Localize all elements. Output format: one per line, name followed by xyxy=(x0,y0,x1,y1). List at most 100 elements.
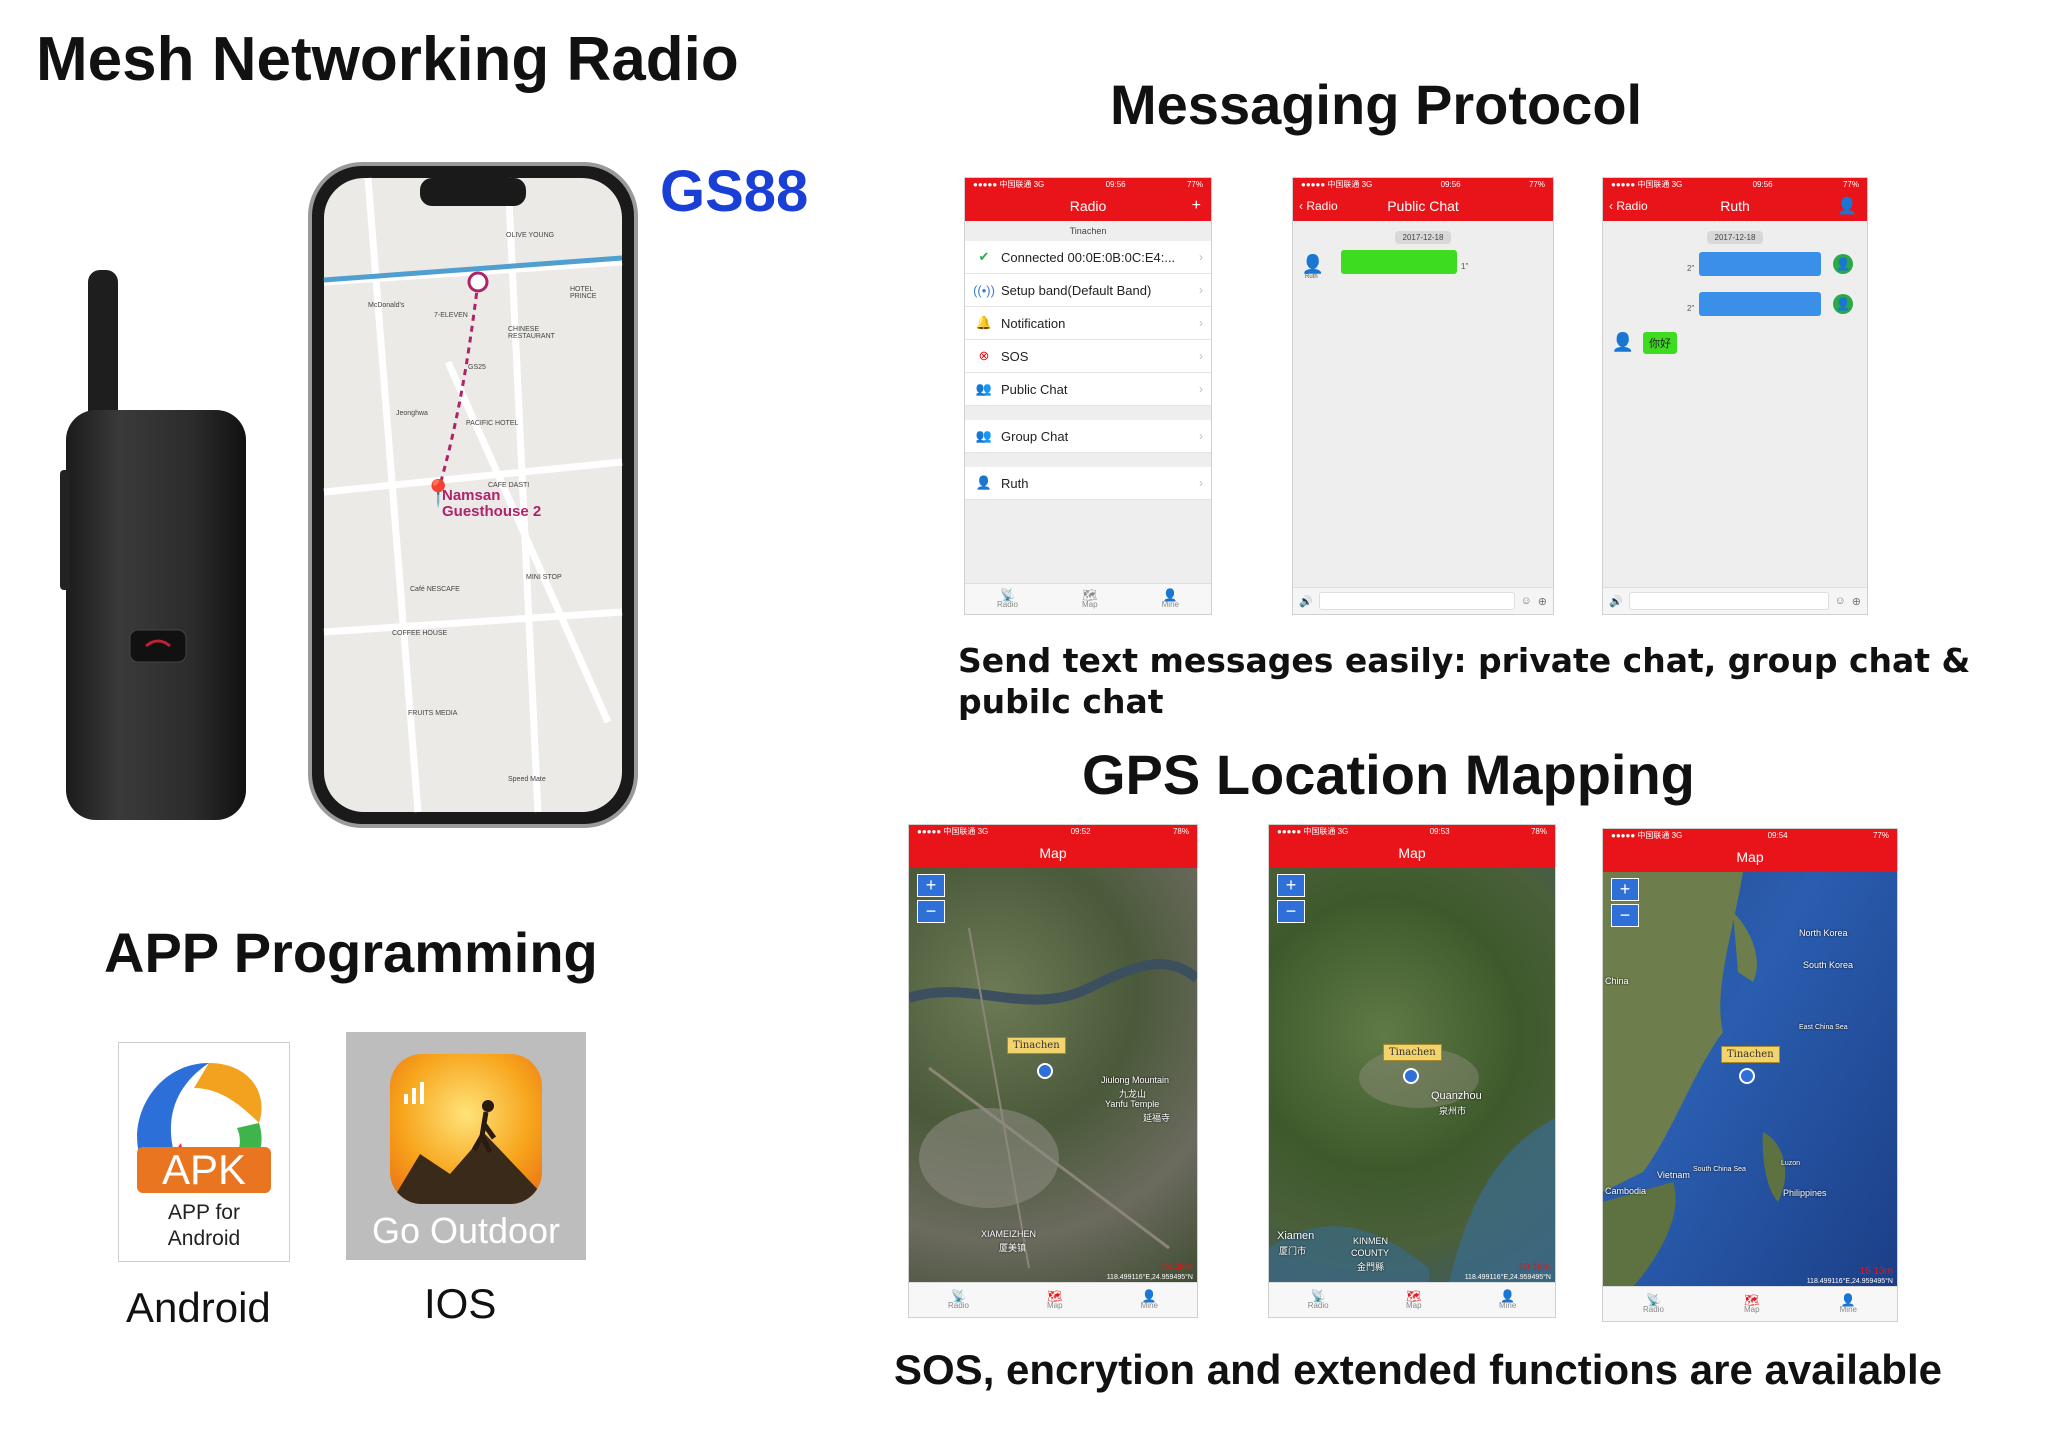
zoom-out-button[interactable]: − xyxy=(1611,904,1639,927)
voice-toggle-icon[interactable]: 🔊 xyxy=(1609,595,1623,608)
tab-radio[interactable]: 📡Radio xyxy=(1643,1294,1664,1314)
nav-bar: Map xyxy=(909,838,1197,868)
nav-title: Public Chat xyxy=(1387,198,1459,214)
battery-text: 77% xyxy=(1842,180,1859,189)
map-coordinates: 118.499116°E,24.959495°N xyxy=(1464,1274,1551,1281)
ios-app-card[interactable]: Go Outdoor xyxy=(346,1032,586,1260)
radio-wave-icon: ((•)) xyxy=(973,282,995,298)
person-icon: 👤 xyxy=(1500,1289,1516,1303)
add-button[interactable]: + xyxy=(1191,197,1201,214)
tab-map[interactable]: 🗺Map xyxy=(1744,1294,1760,1314)
tab-mine[interactable]: 👤Mine xyxy=(1499,1290,1516,1310)
messaging-title: Messaging Protocol xyxy=(1110,73,1643,136)
status-bar: ●●●●● 中国联通 3G 09:56 77% xyxy=(965,178,1211,191)
map-place-label: North Korea xyxy=(1799,928,1848,938)
android-app-card[interactable]: APK APP for Android xyxy=(118,1042,290,1262)
private-chat-screen: ●●●●● 中国联通 3G 09:56 77% ‹ Radio Ruth 👤 2… xyxy=(1602,177,1868,615)
satellite-map[interactable]: + − Tinachen North Korea South Korea Chi… xyxy=(1603,872,1897,1287)
tab-mine[interactable]: 👤Mine xyxy=(1840,1294,1857,1314)
voice-message-bubble[interactable] xyxy=(1699,292,1821,316)
menu-row-sos[interactable]: ⊗SOS› xyxy=(965,340,1211,373)
chevron-right-icon: › xyxy=(1199,429,1203,443)
satellite-map[interactable]: + − Tinachen Jiulong Mountain 九龙山 Yanfu … xyxy=(909,868,1197,1283)
map-icon: 🗺 xyxy=(1406,1289,1422,1303)
map-terrain xyxy=(909,927,1197,1269)
zoom-in-button[interactable]: + xyxy=(917,874,945,897)
street-label: GS25 xyxy=(468,364,486,371)
carrier-text: ●●●●● 中国联通 3G xyxy=(1277,827,1349,836)
emoji-icon[interactable]: ☺ xyxy=(1520,595,1532,607)
clock-text: 09:56 xyxy=(1105,180,1126,189)
voice-message-bubble[interactable] xyxy=(1699,252,1821,276)
voice-toggle-icon[interactable]: 🔊 xyxy=(1299,595,1313,608)
message-input[interactable] xyxy=(1318,592,1515,610)
carrier-text: ●●●●● 中国联通 3G xyxy=(917,827,989,836)
map-terrain xyxy=(1269,1048,1555,1283)
zoom-out-button[interactable]: − xyxy=(917,900,945,923)
users-icon: 👥 xyxy=(975,381,993,396)
nav-bar: Radio + xyxy=(965,191,1211,221)
avatar-icon: 👤 xyxy=(1833,254,1853,274)
map-place-label: Philippines xyxy=(1783,1188,1827,1198)
tab-label: Radio xyxy=(1643,1305,1664,1314)
nav-title: Map xyxy=(1398,845,1426,861)
back-label: Radio xyxy=(1306,199,1338,213)
person-icon: 👤 xyxy=(1840,1293,1856,1307)
date-separator: 2017-12-18 xyxy=(1706,231,1764,244)
tab-map[interactable]: 🗺Map xyxy=(1082,589,1098,609)
radio-tower-icon: 📡 xyxy=(1000,588,1015,602)
back-button[interactable]: ‹ Radio xyxy=(1609,199,1648,213)
menu-row-setup-band[interactable]: ((•))Setup band(Default Band)› xyxy=(965,274,1211,307)
menu-row-connected[interactable]: ✔Connected 00:0E:0B:0C:E4:...› xyxy=(965,241,1211,274)
tab-radio[interactable]: 📡Radio xyxy=(948,1290,969,1310)
zoom-in-button[interactable]: + xyxy=(1277,874,1305,897)
emoji-icon[interactable]: ☺ xyxy=(1834,595,1846,607)
date-separator: 2017-12-18 xyxy=(1394,231,1452,244)
chevron-right-icon: › xyxy=(1199,382,1203,396)
tab-radio[interactable]: 📡Radio xyxy=(1308,1290,1329,1310)
back-button[interactable]: ‹ Radio xyxy=(1299,199,1338,213)
tab-mine[interactable]: 👤Mine xyxy=(1141,1290,1158,1310)
menu-row-group-chat[interactable]: 👥Group Chat› xyxy=(965,420,1211,453)
map-icon: 🗺 xyxy=(1082,588,1098,602)
menu-row-label: Connected 00:0E:0B:0C:E4:... xyxy=(1001,249,1176,265)
user-location-tag: Tinachen xyxy=(1721,1046,1780,1063)
menu-row-notification[interactable]: 🔔Notification› xyxy=(965,307,1211,340)
tab-map[interactable]: 🗺Map xyxy=(1406,1290,1422,1310)
street-label: OLIVE YOUNG xyxy=(506,232,555,239)
clock-text: 09:56 xyxy=(1440,180,1461,189)
menu-row-ruth[interactable]: 👤Ruth› xyxy=(965,467,1211,500)
zoom-out-button[interactable]: − xyxy=(1277,900,1305,923)
check-icon: ✔ xyxy=(978,249,990,264)
tab-label: Radio xyxy=(948,1301,969,1310)
battery-text: 77% xyxy=(1872,831,1889,840)
map-terrain xyxy=(1603,872,1786,1287)
radio-device xyxy=(60,270,250,830)
features-caption: SOS, encrytion and extended functions ar… xyxy=(894,1346,1942,1393)
zoom-in-button[interactable]: + xyxy=(1611,878,1639,901)
status-bar: ●●●●● 中国联通 3G 09:53 78% xyxy=(1269,825,1555,838)
carrier-text: ●●●●● 中国联通 3G xyxy=(1611,180,1683,189)
tab-radio[interactable]: 📡Radio xyxy=(997,589,1018,609)
satellite-map[interactable]: + − Tinachen Quanzhou 泉州市 Xiamen 厦门市 KIN… xyxy=(1269,868,1555,1283)
map-place-label: 厦美镇 xyxy=(999,1243,1027,1253)
map-screen-1: ●●●●● 中国联通 3G 09:52 78% Map + − Tinachen… xyxy=(908,824,1198,1318)
tab-mine[interactable]: 👤Mine xyxy=(1162,589,1179,609)
person-icon: 👤 xyxy=(1162,588,1178,602)
tab-map[interactable]: 🗺Map xyxy=(1047,1290,1063,1310)
gps-title: GPS Location Mapping xyxy=(1082,743,1695,806)
plus-circle-icon[interactable]: ⊕ xyxy=(1851,595,1861,608)
back-label: Radio xyxy=(1616,199,1648,213)
map-coordinates: 118.499116°E,24.959495°N xyxy=(1806,1278,1893,1285)
phone-mockup: 📍 Namsan Guesthouse 2 OLIVE YOUNG 7-ELEV… xyxy=(308,162,638,828)
apk-badge: APK xyxy=(137,1147,271,1193)
menu-row-public-chat[interactable]: 👥Public Chat› xyxy=(965,373,1211,406)
voice-message-bubble[interactable] xyxy=(1341,250,1457,274)
carrier-text: ●●●●● 中国联通 3G xyxy=(1301,180,1373,189)
avatar-icon: 👤 xyxy=(1833,294,1853,314)
plus-circle-icon[interactable]: ⊕ xyxy=(1537,595,1547,608)
map-place-label: 厦门市 xyxy=(1279,1246,1307,1256)
text-message-bubble[interactable]: 你好 xyxy=(1643,332,1677,354)
profile-icon[interactable]: 👤 xyxy=(1837,198,1857,215)
message-input[interactable] xyxy=(1628,592,1829,610)
